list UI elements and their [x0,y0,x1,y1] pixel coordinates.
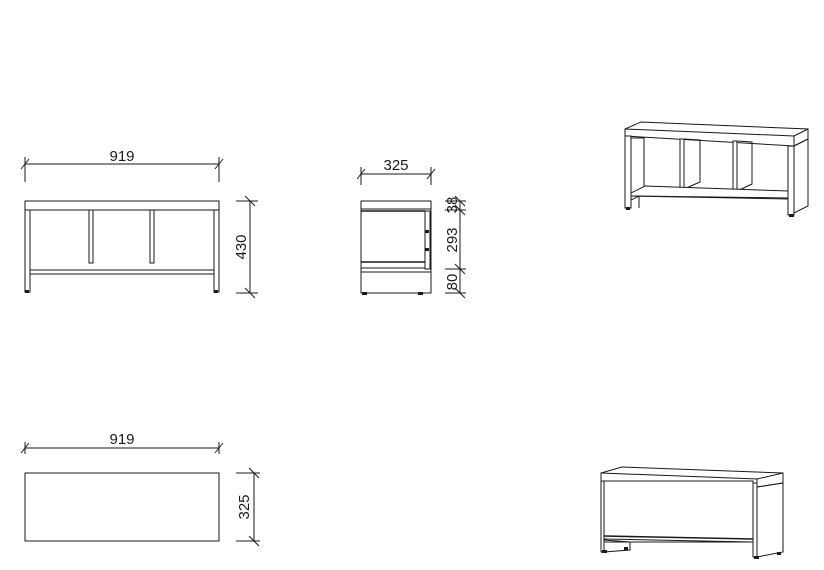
isometric-back-view [600,466,784,559]
front-top-board [24,200,220,211]
front-left-leg [24,209,31,293]
front-divider-1 [88,209,94,264]
top-width-label: 919 [109,431,134,448]
side-depth-dimension: 325 [356,157,436,185]
isometric-front-view [624,121,809,217]
side-body [360,200,432,294]
front-width-dimension: 919 [20,148,224,182]
side-view: 325 38 293 80 [356,157,466,299]
top-depth-dimension: 325 [236,467,260,547]
top-outline [24,472,220,542]
front-height-dimension: 430 [233,195,258,299]
front-right-foot [214,290,218,293]
side-middle-height-label: 293 [444,227,461,252]
side-front-foot [362,292,367,295]
side-back-panel [424,210,431,270]
top-width-dimension: 919 [20,431,224,454]
side-back-foot [418,292,423,295]
side-depth-label: 325 [383,157,408,174]
top-depth-label: 325 [236,494,253,519]
side-height-dimensions: 38 293 80 [444,195,466,299]
front-right-leg [213,209,220,293]
side-top-thickness-label: 38 [444,197,461,214]
top-view: 919 325 [20,431,260,547]
front-height-label: 430 [233,234,250,259]
front-view: 919 430 [20,148,258,299]
front-width-label: 919 [109,148,134,165]
side-bottom-height-label: 80 [444,274,461,291]
front-divider-2 [149,209,155,264]
front-left-foot [25,290,29,293]
front-shelf [29,269,215,275]
